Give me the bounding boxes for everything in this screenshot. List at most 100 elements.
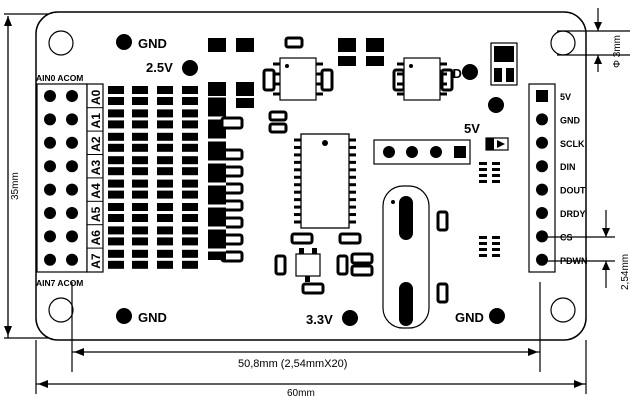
passive-2-4-a xyxy=(157,179,173,188)
right-pin-0 xyxy=(536,90,548,102)
ain7-acom-label: AIN7 ACOM xyxy=(36,278,83,288)
ic-pin xyxy=(349,168,356,172)
mounting-hole-br xyxy=(550,297,576,323)
small-chip-pin xyxy=(492,168,500,171)
passive-0-5-b xyxy=(108,214,124,222)
left-pin-acom-6 xyxy=(44,230,56,243)
ic-pin xyxy=(316,82,323,86)
sot-pin-3 xyxy=(305,276,310,282)
v5-pad xyxy=(488,97,504,113)
ic-pin xyxy=(349,153,356,157)
small-chip-pin xyxy=(479,242,487,245)
dim-35-arrow-bottom xyxy=(4,326,12,336)
ic-pin xyxy=(397,62,404,66)
four-pin-4 xyxy=(454,146,466,158)
right-header-pins xyxy=(536,90,548,266)
right-pin-3 xyxy=(536,160,548,173)
ic-pin xyxy=(273,92,280,96)
channel-label-A4: A4 xyxy=(89,183,103,199)
channel-label-A2: A2 xyxy=(89,136,103,152)
left-pin-ain-3 xyxy=(66,160,78,173)
right-pin-label-5v: 5V xyxy=(560,92,571,102)
pad-lc-4 xyxy=(336,254,349,276)
diode-symbol xyxy=(497,140,505,148)
ic-pin xyxy=(349,138,356,142)
dim-60-arrow-right xyxy=(574,380,584,388)
small-chip-pin xyxy=(492,162,500,165)
regulator-tab xyxy=(494,46,514,62)
passive-0-2-b xyxy=(108,143,124,152)
passive-0-4-b xyxy=(108,190,124,199)
four-pin-connector xyxy=(373,139,471,165)
dim-50-arrow-right xyxy=(528,348,538,356)
small-chip-pin xyxy=(492,236,500,239)
v33-label: 3.3V xyxy=(306,312,333,327)
passive-1-6-a xyxy=(132,226,148,235)
dim-60-label: 60mm xyxy=(287,388,315,399)
left-header xyxy=(36,83,88,273)
small-pad-f xyxy=(220,116,244,130)
ic-pin xyxy=(397,82,404,86)
left-pin-acom-0 xyxy=(44,90,56,102)
pad-lc-5 xyxy=(350,252,374,265)
ic-pin xyxy=(440,62,447,66)
passive-1-4-b xyxy=(132,190,148,199)
cap-mid-1b xyxy=(208,98,226,108)
cap-center-2b xyxy=(366,56,384,66)
passive-0-2-a xyxy=(108,132,124,141)
ic-pin xyxy=(440,82,447,86)
cap-center-1 xyxy=(338,38,356,52)
right-pin-label-sclk: SCLK xyxy=(560,139,585,149)
channel-label-A1: A1 xyxy=(89,113,103,129)
right-pin-1 xyxy=(536,113,548,126)
passive-2-5-a xyxy=(157,203,173,211)
pad-lc-8 xyxy=(436,210,449,232)
small-pad-a xyxy=(284,36,304,49)
passive-2-7-a xyxy=(157,249,173,258)
ic-pin xyxy=(349,145,356,149)
passive-0-3-a xyxy=(108,156,124,165)
ic-pin xyxy=(294,213,301,217)
gnd-pad-bottom-left xyxy=(116,308,132,324)
wide-passive-strip xyxy=(208,84,226,260)
dim-35-label: 35mm xyxy=(10,172,21,200)
pad-lc-2 xyxy=(338,232,362,245)
passive-0-0-a xyxy=(108,86,124,94)
adc-chip xyxy=(294,133,356,229)
cap-top-2 xyxy=(236,38,254,52)
v25-label: 2.5V xyxy=(146,60,173,75)
left-pin-ain-5 xyxy=(66,207,78,219)
gnd-label-bottom-left: GND xyxy=(138,310,167,325)
passive-0-3-b xyxy=(108,167,124,176)
diode-left xyxy=(486,138,494,150)
small-chip-pin xyxy=(492,242,500,245)
passive-0-4-a xyxy=(108,179,124,188)
ic-pin xyxy=(294,138,301,142)
ic-pin xyxy=(273,62,280,66)
left-pin-ain-6 xyxy=(66,230,78,243)
channel-label-A7: A7 xyxy=(89,253,103,269)
passive-0-7-b xyxy=(108,260,124,269)
left-pin-ain-7 xyxy=(66,253,78,266)
left-pin-ain-4 xyxy=(66,183,78,196)
sot-body xyxy=(295,253,321,277)
ic-pin xyxy=(349,220,356,224)
passive-1-7-b xyxy=(132,260,148,269)
right-pin-label-drdy: DRDY xyxy=(560,209,586,219)
v33-pad xyxy=(342,310,358,326)
dim-50-arrow-left xyxy=(74,348,84,356)
passive-3-3-b xyxy=(182,167,198,176)
passive-1-1-a xyxy=(132,109,148,118)
right-pin-4 xyxy=(536,183,548,196)
passive-1-6-b xyxy=(132,237,148,246)
passive-2-4-b xyxy=(157,190,173,199)
regulator-pin-1 xyxy=(494,68,502,82)
dim-pitch-arrow-bottom xyxy=(602,261,610,270)
dim-pitch-arrow-top xyxy=(602,228,610,237)
ic-pin xyxy=(294,220,301,224)
small-pad-h xyxy=(268,122,288,134)
passive-0-6-a xyxy=(108,226,124,235)
passive-3-6-a xyxy=(182,226,198,235)
ic-left-body xyxy=(279,57,317,101)
